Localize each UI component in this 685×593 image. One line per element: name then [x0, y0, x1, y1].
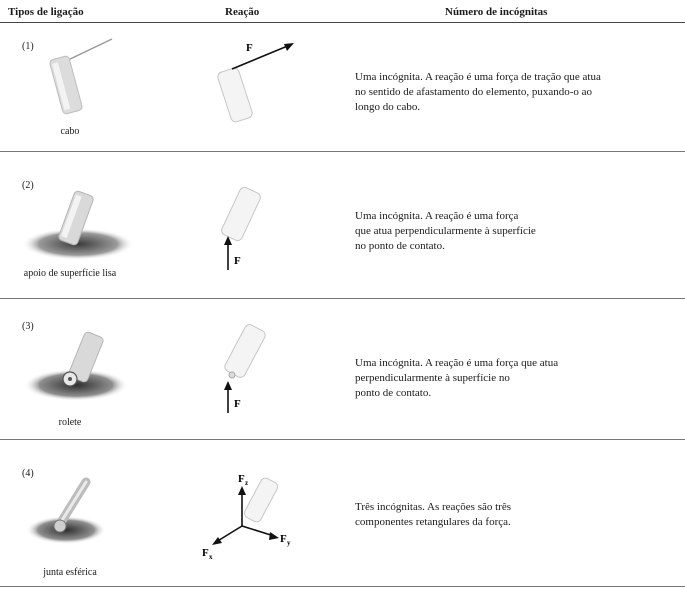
row-caption: rolete: [58, 417, 82, 428]
row-number: (2): [22, 180, 34, 191]
description-line: componentes retangulares da força.: [355, 516, 511, 528]
force-z-subscript: z: [245, 479, 248, 487]
force-label: F: [234, 398, 241, 410]
row-divider: [0, 151, 685, 152]
row-number: (3): [22, 321, 34, 332]
force-y-base: F: [280, 533, 287, 545]
cable-support-illustration: [49, 38, 113, 115]
force-y-subscript: y: [287, 539, 291, 547]
arrow-head-icon: [238, 486, 246, 495]
table-row: (1) cabo F Uma incógnita. A reação é uma…: [0, 23, 685, 151]
description-line: Uma incógnita. A reação é uma força: [355, 210, 519, 222]
description-line: Três incógnitas. As reações são três: [355, 501, 512, 513]
header-unknowns: Número de incógnitas: [445, 6, 548, 18]
header-reaction: Reação: [225, 6, 260, 18]
row-number: (4): [22, 468, 34, 479]
row-description: Três incógnitas. As reações são três com…: [355, 500, 655, 530]
row-divider: [0, 298, 685, 299]
description-line: Uma incógnita. A reação é uma força que …: [355, 357, 559, 369]
row-description: Uma incógnita. A reação é uma força de t…: [355, 70, 655, 115]
ball-joint-reaction-diagram: F z F x F y: [202, 473, 291, 561]
force-z-base: F: [238, 473, 245, 485]
header-connection-types: Tipos de ligação: [8, 6, 84, 18]
table-row: (3) rolete F Uma incógnita. A reação é u…: [0, 299, 685, 439]
table-row: (4) junta esférica F z F x F y T: [0, 440, 685, 585]
description-line: perpendicularmente à superfície no: [355, 372, 510, 384]
arrow-head-icon: [284, 43, 294, 51]
roller-illustration: [24, 331, 128, 401]
arrow-head-icon: [212, 537, 222, 545]
row-caption: junta esférica: [43, 567, 97, 578]
arrow-head-icon: [269, 532, 279, 540]
row-divider: [0, 439, 685, 440]
description-line: no ponto de contato.: [355, 240, 445, 252]
table-row: (2) apoio de superfície lisa F Uma incóg…: [0, 152, 685, 298]
row-description: Uma incógnita. A reação é uma força que …: [355, 356, 655, 401]
smooth-surface-illustration: [22, 190, 134, 260]
row-number: (1): [22, 41, 34, 52]
force-x-subscript: x: [209, 553, 213, 561]
row-caption: cabo: [60, 126, 80, 137]
table-header: Tipos de ligação Reação Número de incógn…: [0, 0, 685, 22]
ball-joint-illustration: [26, 477, 106, 544]
force-label: F: [234, 255, 241, 267]
cable-reaction-diagram: F: [217, 42, 294, 123]
arrow-head-icon: [224, 381, 232, 390]
description-line: Uma incógnita. A reação é uma força de t…: [355, 71, 601, 83]
row-divider: [0, 586, 685, 587]
force-label: F: [246, 42, 253, 54]
header-rule: [0, 22, 685, 23]
description-line: ponto de contato.: [355, 387, 432, 399]
description-line: longo do cabo.: [355, 101, 421, 113]
description-line: no sentido de afastamento do elemento, p…: [355, 86, 593, 98]
description-line: que atua perpendicularmente à superfície: [355, 225, 536, 237]
row-description: Uma incógnita. A reação é uma força que …: [355, 209, 655, 254]
row-caption: apoio de superfície lisa: [23, 268, 117, 279]
roller-reaction-diagram: F: [224, 324, 266, 413]
smooth-surface-reaction-diagram: F: [221, 186, 261, 270]
arrow-head-icon: [224, 236, 232, 245]
force-x-base: F: [202, 547, 209, 559]
